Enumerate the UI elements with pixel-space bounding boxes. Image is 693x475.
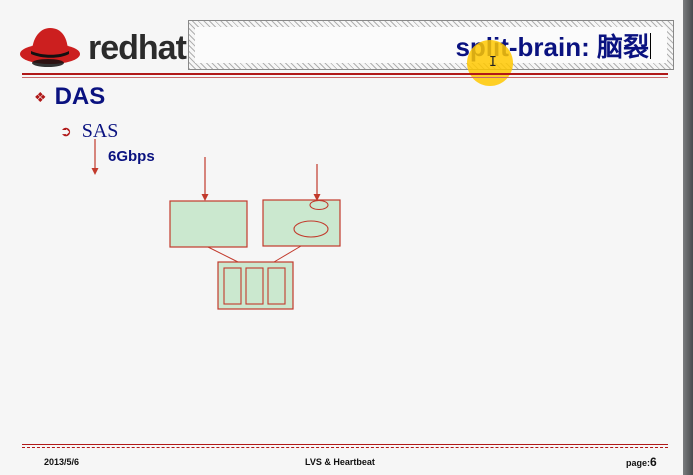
large-ellipse-icon [293, 220, 329, 238]
footer-page-number: 6 [650, 455, 657, 469]
arrow-to-left-host-icon [201, 157, 209, 201]
cursor-highlight-icon [467, 40, 513, 86]
disk-slot [223, 267, 242, 305]
bullet-speed-text: 6Gbps [108, 148, 155, 165]
arrow-bullet-icon: ➲ [60, 123, 72, 139]
disk-slot [267, 267, 286, 305]
bullet-das: ❖ DAS [34, 82, 105, 112]
bullet-speed: 6Gbps [108, 148, 155, 166]
host-node-left [169, 200, 248, 248]
link-right [273, 245, 302, 263]
title-textbox[interactable]: split-brain: 脑裂 [188, 20, 674, 70]
window-edge [683, 0, 693, 475]
footer-title: LVS & Heartbeat [305, 457, 375, 467]
text-caret [650, 33, 651, 59]
bullet-das-text: DAS [54, 83, 106, 110]
bullet-sas-text: SAS [81, 120, 119, 142]
header-rule [22, 73, 668, 75]
bullet-sas: ➲ SAS [60, 119, 118, 143]
footer-rule-dashed [22, 447, 668, 448]
redhat-shadowman-icon [20, 28, 80, 67]
slide-header: redhat split-brain: 脑裂 I [0, 0, 683, 86]
redhat-logo: redhat [18, 20, 193, 70]
header-rule-thin [22, 77, 668, 78]
ibeam-cursor-icon: I [489, 55, 497, 70]
arrow-to-right-host-icon [313, 164, 321, 201]
small-ellipse-icon [309, 199, 329, 211]
small-down-arrow-icon [91, 139, 99, 175]
link-left [207, 246, 239, 263]
footer-page-label: page: [626, 458, 651, 468]
disk-slot [245, 267, 264, 305]
logo-wordmark: redhat [88, 29, 187, 67]
footer-date: 2013/5/6 [44, 457, 80, 467]
footer-page: page:6 [626, 456, 657, 469]
footer-rule [22, 444, 668, 445]
diamond-bullet-icon: ❖ [34, 89, 47, 105]
